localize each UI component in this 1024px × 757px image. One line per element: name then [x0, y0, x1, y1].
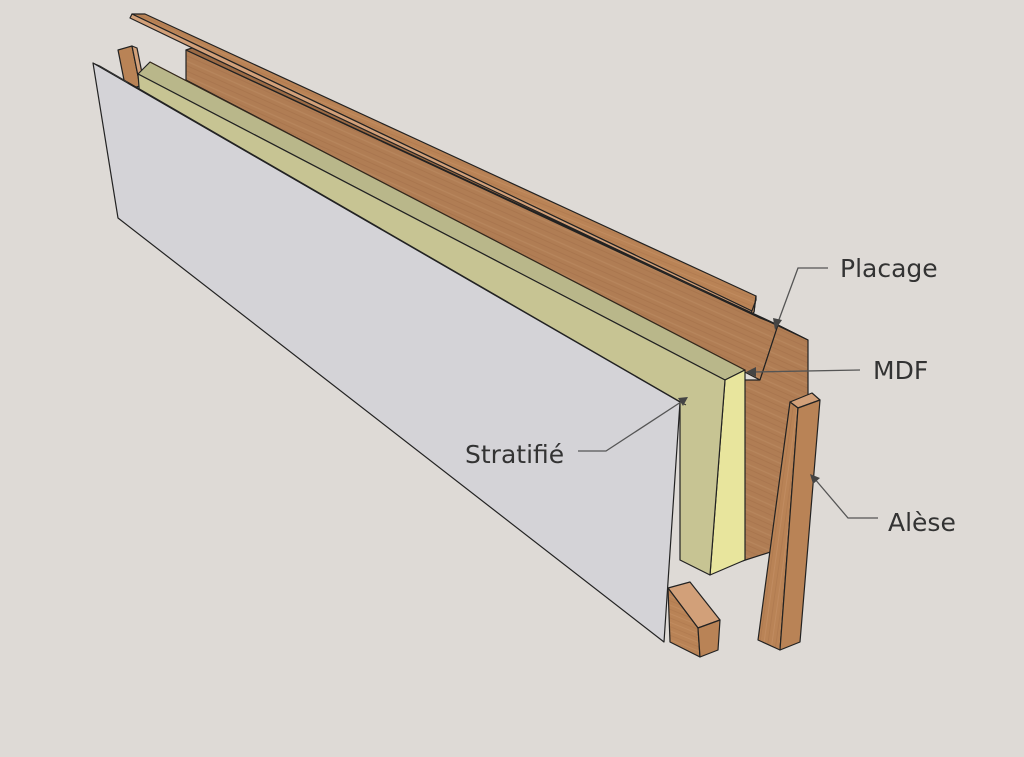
label-placage: Placage [840, 254, 938, 283]
left-edge-band [117, 45, 146, 91]
label-alese: Alèse [888, 508, 956, 537]
arrowhead-icon [678, 397, 688, 406]
label-mdf: MDF [873, 356, 928, 385]
label-stratifie: Stratifié [465, 440, 564, 469]
laminate-sheet [92, 62, 687, 643]
callout-alese: Alèse [810, 474, 956, 537]
right-edge-band [757, 392, 821, 651]
callout-placage: Placage [773, 254, 938, 330]
callout-mdf: MDF [746, 356, 928, 385]
callout-stratifie: Stratifié [465, 397, 688, 469]
arrowhead-icon [773, 318, 782, 330]
arrowhead-icon [746, 367, 756, 377]
bottom-edge-band [667, 581, 721, 658]
arrowhead-icon [810, 474, 820, 484]
